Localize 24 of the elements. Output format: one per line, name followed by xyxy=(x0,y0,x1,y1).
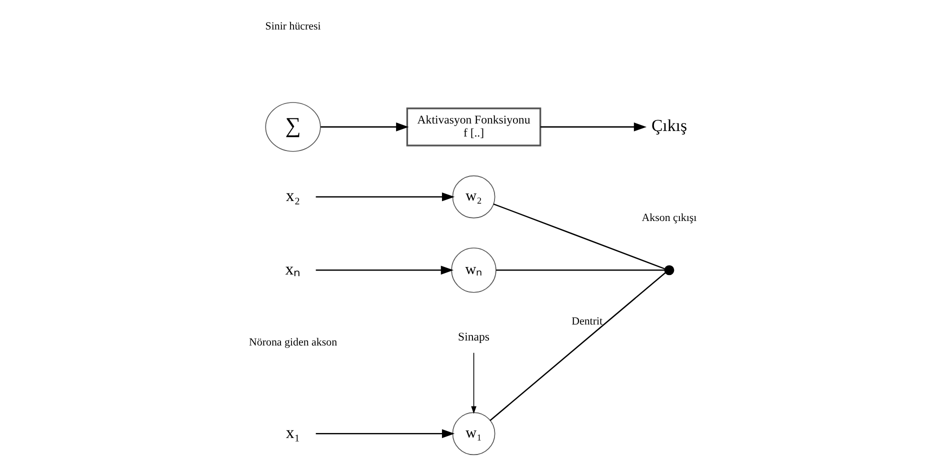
node-circle: wₙ xyxy=(450,248,496,293)
node-box: Aktivasyon Fonksiyonu f [..] xyxy=(406,108,541,146)
label: Akson çıkışı xyxy=(641,212,696,224)
arrow xyxy=(315,192,454,202)
node-text: Sinaps xyxy=(458,330,489,344)
node-circle: w₂ xyxy=(452,175,495,218)
arrow xyxy=(320,122,408,132)
node-text: x₁ xyxy=(285,422,300,442)
node-ellipse: ∑ xyxy=(264,102,320,152)
connector xyxy=(496,270,664,271)
edge-label: Dentrit xyxy=(571,315,602,328)
connector xyxy=(489,272,666,422)
label: Sinir hücresi xyxy=(264,20,320,33)
node-text: x₂ xyxy=(285,186,300,206)
node-circle: w₁ xyxy=(452,412,495,456)
arrow xyxy=(315,266,454,275)
node-circle xyxy=(664,265,674,276)
arrow xyxy=(470,352,476,414)
label: Nörona giden akson xyxy=(248,336,337,349)
node-text: xₙ xyxy=(284,259,300,278)
node-text: Çıkış xyxy=(650,116,687,136)
connector xyxy=(492,203,664,270)
arrow xyxy=(540,122,646,132)
arrow xyxy=(315,429,454,438)
